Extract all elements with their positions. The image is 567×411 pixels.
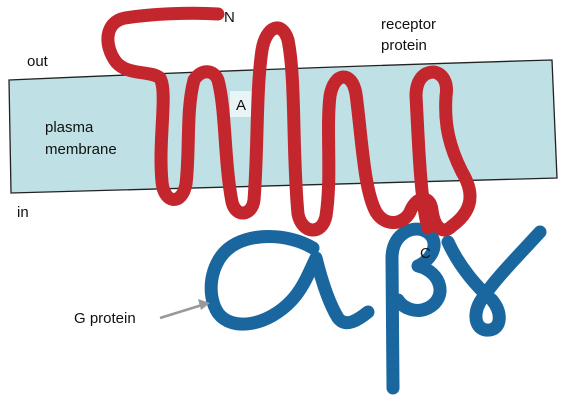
plasma-membrane-label-line2: membrane [45,141,117,158]
plasma-membrane-label-line1: plasma [45,119,94,136]
g-protein-arrowhead [198,299,210,310]
receptor-protein-label-line1: receptor [381,16,436,33]
g-protein-alpha-subunit [204,230,375,331]
c-terminus-label: C [420,245,431,262]
receptor-protein [101,6,477,237]
receptor-protein-label-line2: protein [381,37,427,54]
out-label: out [27,53,49,70]
a-label: A [236,97,246,114]
g-protein-beta-subunit [385,222,447,395]
g-protein-arrow [159,303,203,320]
g-protein-label: G protein [74,310,136,327]
n-terminus-label: N [224,9,235,26]
in-label: in [17,204,29,221]
g-protein-gamma-subunit [441,225,547,337]
